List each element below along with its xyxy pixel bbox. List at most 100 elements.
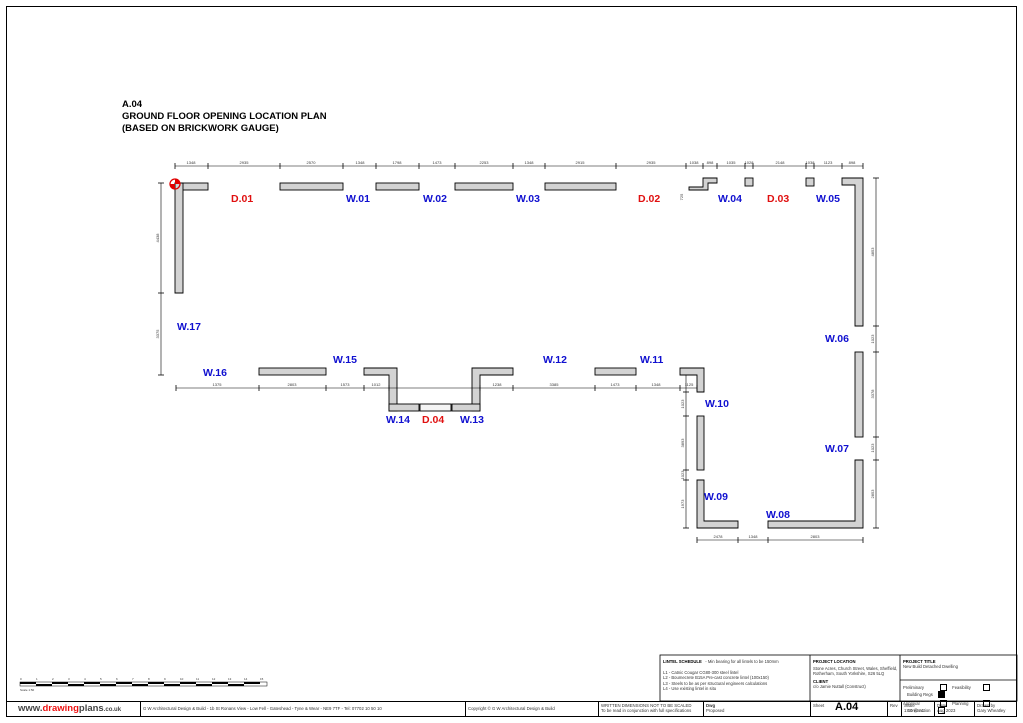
drawing-status: Preliminary Feasibility Building Regs Ap… [903,684,1015,714]
scale-tick: 5 [100,677,102,681]
wall-segment [841,177,864,327]
wall-segment [696,479,739,529]
door-label-d03: D.03 [767,193,789,205]
wall-segment [767,459,864,529]
scale-tick: 0 [20,677,22,681]
dim-label: 1473 [611,382,621,387]
window-label-w15: W.15 [333,354,357,366]
wall-segment [375,182,420,191]
project-title-value: New Build Detached Dwelling [903,664,958,670]
window-label-w04: W.04 [718,193,742,205]
project-address: Stone Acres, Church Street, Wales, Sheff… [813,666,898,677]
scale-tick: 6 [116,677,118,681]
origin-marker [169,178,181,190]
scale-value: 1:50 @ A1 [904,708,925,713]
spec-warning: To be read in conjunction with full spec… [601,708,692,713]
window-label-w09: W.09 [704,491,728,503]
dim-label: 1573 [341,382,351,387]
scale-tick: 13 [228,677,232,681]
dim-label: 898 [707,160,714,165]
client-name: c/o Jamie Nuttall (Construct) [813,683,866,689]
scale-tick: 9 [164,677,166,681]
window-label-w14: W.14 [386,414,410,426]
bottom-dimension-labels: 2478 1348 2803 [714,534,821,539]
east-inner-dimension-labels: 1023 3893 1023 1973 [680,399,685,509]
window-label-w12: W.12 [543,354,567,366]
status-approval: Approval [903,700,920,706]
wall-segment [744,177,754,187]
dim-label: 1035 [727,160,737,165]
project-location-label: PROJECT LOCATION [813,659,856,664]
checkbox-planning[interactable] [983,700,991,707]
scale-bar: 0 1 2 3 4 5 6 7 8 9 10 11 12 13 14 15 Sc… [19,677,268,692]
scale-tick: 8 [148,677,150,681]
window-label-w17: W.17 [177,321,201,333]
window-label-w01: W.01 [346,193,370,205]
logo-part: plans [78,703,104,714]
drawing-heading: A.04 GROUND FLOOR OPENING LOCATION PLAN … [122,99,327,135]
dim-label: 1123 [824,160,833,165]
sheet-cell: Sheet A.04 [810,701,887,717]
wall-segment [388,403,420,412]
wall-segment [454,182,514,191]
left-dimension-labels: 4438 3375 [155,233,160,339]
project-location: PROJECT LOCATION Stone Acres, Church Str… [813,659,898,689]
checkbox-preliminary[interactable] [940,684,947,691]
door-label-d04: D.04 [422,414,444,426]
dim-label: 2853 [870,489,875,499]
status-building-regs: Building Regs [907,691,933,697]
wall-segment [854,351,864,438]
dim-label: 1238 [493,382,503,387]
wall-segment [805,177,815,187]
right-dimension-labels: 4853 1023 3378 1023 2853 [870,247,875,499]
dim-label: 1348 [356,160,366,165]
lintel-item: L2 - Boumecrete B15A Pre-cast concrete l… [663,675,769,681]
dim-label: 1973 [680,499,685,509]
checkbox-building-regs[interactable] [938,691,945,698]
scale-tick: 1 [36,677,38,681]
drawn-by-value: Gary Wheatley [977,708,1006,713]
dim-label: 3893 [680,438,685,448]
company-address-cell: G W Architectural Design & Build - 1b St… [140,701,465,717]
dim-label: 1038 [690,160,700,165]
project-title-label: PROJECT TITLE [903,659,936,664]
scale-label: Scale [904,703,915,708]
wall-segment [688,177,718,191]
dim-label: 1023 [680,399,685,409]
wall-segment [174,182,184,294]
scale-tick: 12 [212,677,216,681]
scale-tick: 15 [260,677,264,681]
dim-label: 898 [849,160,856,165]
dimension-ticks [158,163,879,543]
dim-label: 2478 [714,534,724,539]
dim-label: 2803 [288,382,298,387]
dim-label: 2935 [647,160,657,165]
sheet-reference: A.04 [122,99,143,110]
dim-label: 1348 [652,382,662,387]
dim-label: 2253 [480,160,490,165]
window-label-w10: W.10 [705,398,729,410]
mid-dimension-labels: 1375 2803 1573 1012 1238 3385 1473 1348 … [213,382,695,387]
dwg-value: Proposed [706,708,725,713]
dim-label: 1028 [745,160,755,165]
dim-label: 1038 [806,160,816,165]
checkbox-construction[interactable] [938,707,945,714]
checkbox-feasibility[interactable] [983,684,991,691]
dim-label: 1023 [870,334,875,344]
dim-label: 1012 [372,382,382,387]
lintel-note: - Min bearing for all lintels to be 150m… [705,659,779,664]
wall-segment [696,415,705,471]
dimension-lines [160,165,877,541]
scale-caption: Scale 1:50 [20,688,35,692]
dim-label: 4853 [870,247,875,257]
door-label-d01: D.01 [231,193,253,205]
dim-label: 1348 [187,160,197,165]
status-preliminary: Preliminary [903,684,924,690]
company-address: G W Architectural Design & Build - 1b St… [143,706,382,711]
lintel-item: L4 - Use existing lintel in situ [663,685,717,691]
window-label-w02: W.02 [423,193,447,205]
scale-warning: WRITTEN DIMENSIONS NOT TO BE SCALED [601,703,692,708]
logo-part: .co.uk [103,707,122,713]
date-value: Aug 2023 [937,708,956,713]
